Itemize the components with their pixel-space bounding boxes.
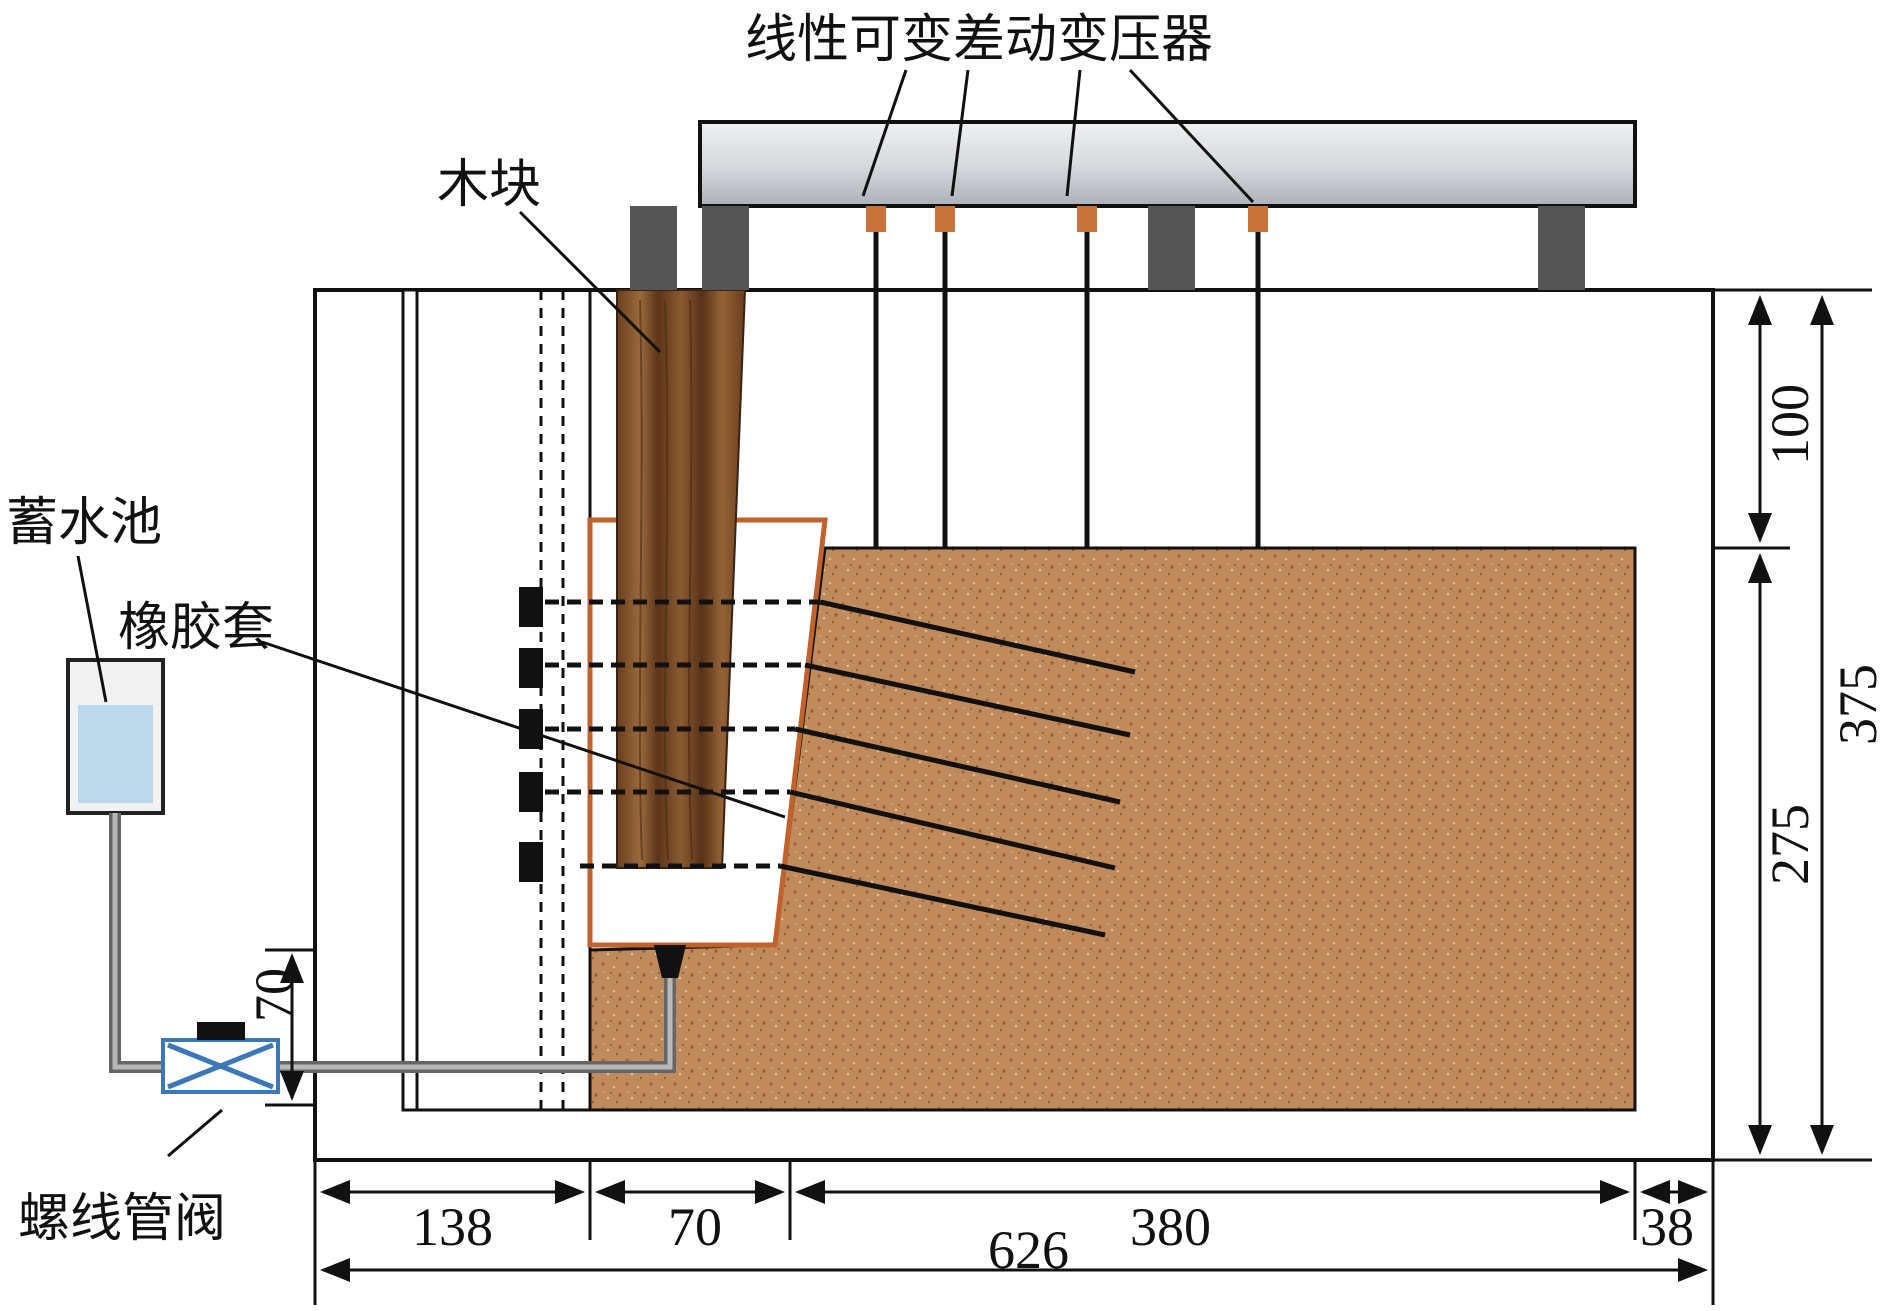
lvdt-group: [866, 206, 1268, 548]
soil-strain-line: [794, 726, 1121, 805]
beam-support: [630, 206, 677, 290]
water-pipe-inner: [112, 813, 673, 1070]
dim-375: 375: [1828, 664, 1888, 745]
pipe-nozzle: [654, 945, 686, 978]
soil-strain-line: [779, 863, 1106, 938]
soil-strain-line: [804, 662, 1131, 738]
leader-lvdt: [1065, 69, 1082, 197]
leader-lvdt: [1128, 68, 1255, 204]
pressure-sensor: [519, 842, 543, 882]
sensor-group: [519, 587, 1136, 938]
dim-100: 100: [1760, 384, 1820, 465]
lvdt-tip: [1248, 206, 1268, 232]
dim-70: 70: [668, 1197, 722, 1257]
soil-strain-line: [819, 599, 1136, 675]
leader-valve: [167, 1108, 223, 1158]
lvdt-tip: [1077, 206, 1097, 232]
inner-tank-wall: [401, 288, 419, 1112]
soil-strain-line: [789, 789, 1116, 871]
pressure-sensor: [519, 648, 543, 688]
beam-support: [1538, 206, 1585, 290]
reaction-beam: [698, 120, 1637, 208]
leader-sleeve: [261, 640, 786, 819]
dim-70-vertical: 70: [244, 968, 304, 1022]
leader-lvdt: [950, 69, 970, 197]
label-reservoir: 蓄水池: [6, 493, 162, 553]
label-rubber-sleeve: 橡胶套: [118, 598, 274, 658]
dim-38: 38: [1640, 1197, 1694, 1257]
valve-cross: [167, 1042, 274, 1090]
dim-626: 626: [988, 1220, 1069, 1280]
label-solenoid-valve: 螺线管阀: [18, 1189, 226, 1249]
leader-reservoir: [76, 555, 108, 703]
lvdt-tip: [935, 206, 955, 232]
dim-275: 275: [1760, 804, 1820, 885]
dim-380: 380: [1130, 1197, 1211, 1257]
label-wood-block: 木块: [437, 155, 541, 215]
beam-support: [1148, 206, 1195, 290]
lvdt-tip: [866, 206, 886, 232]
beam-support: [702, 206, 749, 290]
pressure-sensor: [519, 587, 543, 627]
leader-wood: [518, 210, 662, 354]
leader-lvdt: [861, 69, 908, 197]
valve-actuator: [197, 1022, 245, 1040]
pressure-sensor: [519, 772, 543, 812]
reservoir-water: [78, 705, 153, 803]
label-lvdt: 线性可变差动变压器: [745, 10, 1213, 70]
dim-138: 138: [412, 1197, 493, 1257]
